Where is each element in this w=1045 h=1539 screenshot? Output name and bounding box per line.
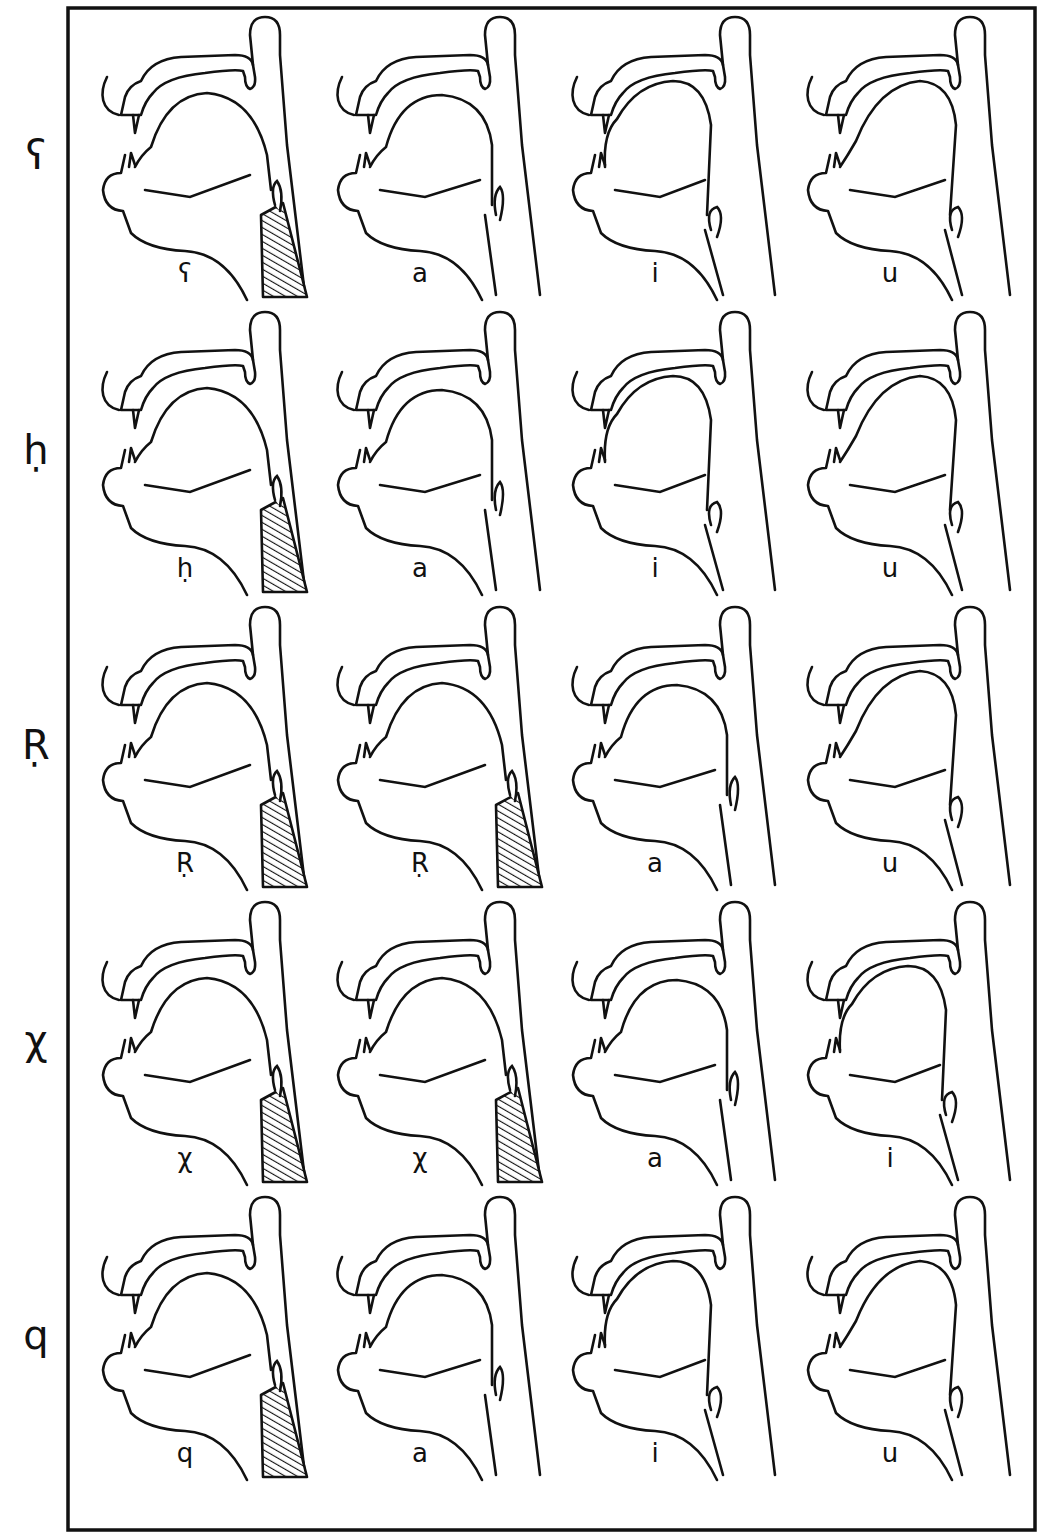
sound-label: q	[177, 1439, 194, 1468]
row-symbol: ʕ	[26, 133, 46, 177]
sound-label: a	[647, 1144, 663, 1173]
sound-label: i	[651, 1439, 658, 1468]
sound-label: u	[882, 849, 898, 878]
sound-label: a	[412, 259, 428, 288]
sound-label: χ	[177, 1144, 192, 1173]
sound-label: ʕ	[178, 259, 191, 288]
sound-label: u	[882, 1439, 898, 1468]
sound-label: i	[651, 259, 658, 288]
sound-label: Ṛ	[411, 849, 429, 878]
sound-label: a	[412, 554, 428, 583]
sound-label: χ	[412, 1144, 427, 1173]
sound-label: a	[412, 1439, 428, 1468]
sound-label: a	[647, 849, 663, 878]
row-symbol: Ṛ	[22, 723, 50, 767]
sound-label: u	[882, 259, 898, 288]
row-symbol: χ	[24, 1018, 47, 1062]
sound-label: u	[882, 554, 898, 583]
sound-label: ḥ	[177, 554, 193, 583]
sound-label: i	[651, 554, 658, 583]
sound-label: i	[886, 1144, 893, 1173]
row-symbol: ḥ	[23, 428, 48, 472]
sound-label: Ṛ	[176, 849, 194, 878]
row-symbol: q	[23, 1313, 48, 1357]
